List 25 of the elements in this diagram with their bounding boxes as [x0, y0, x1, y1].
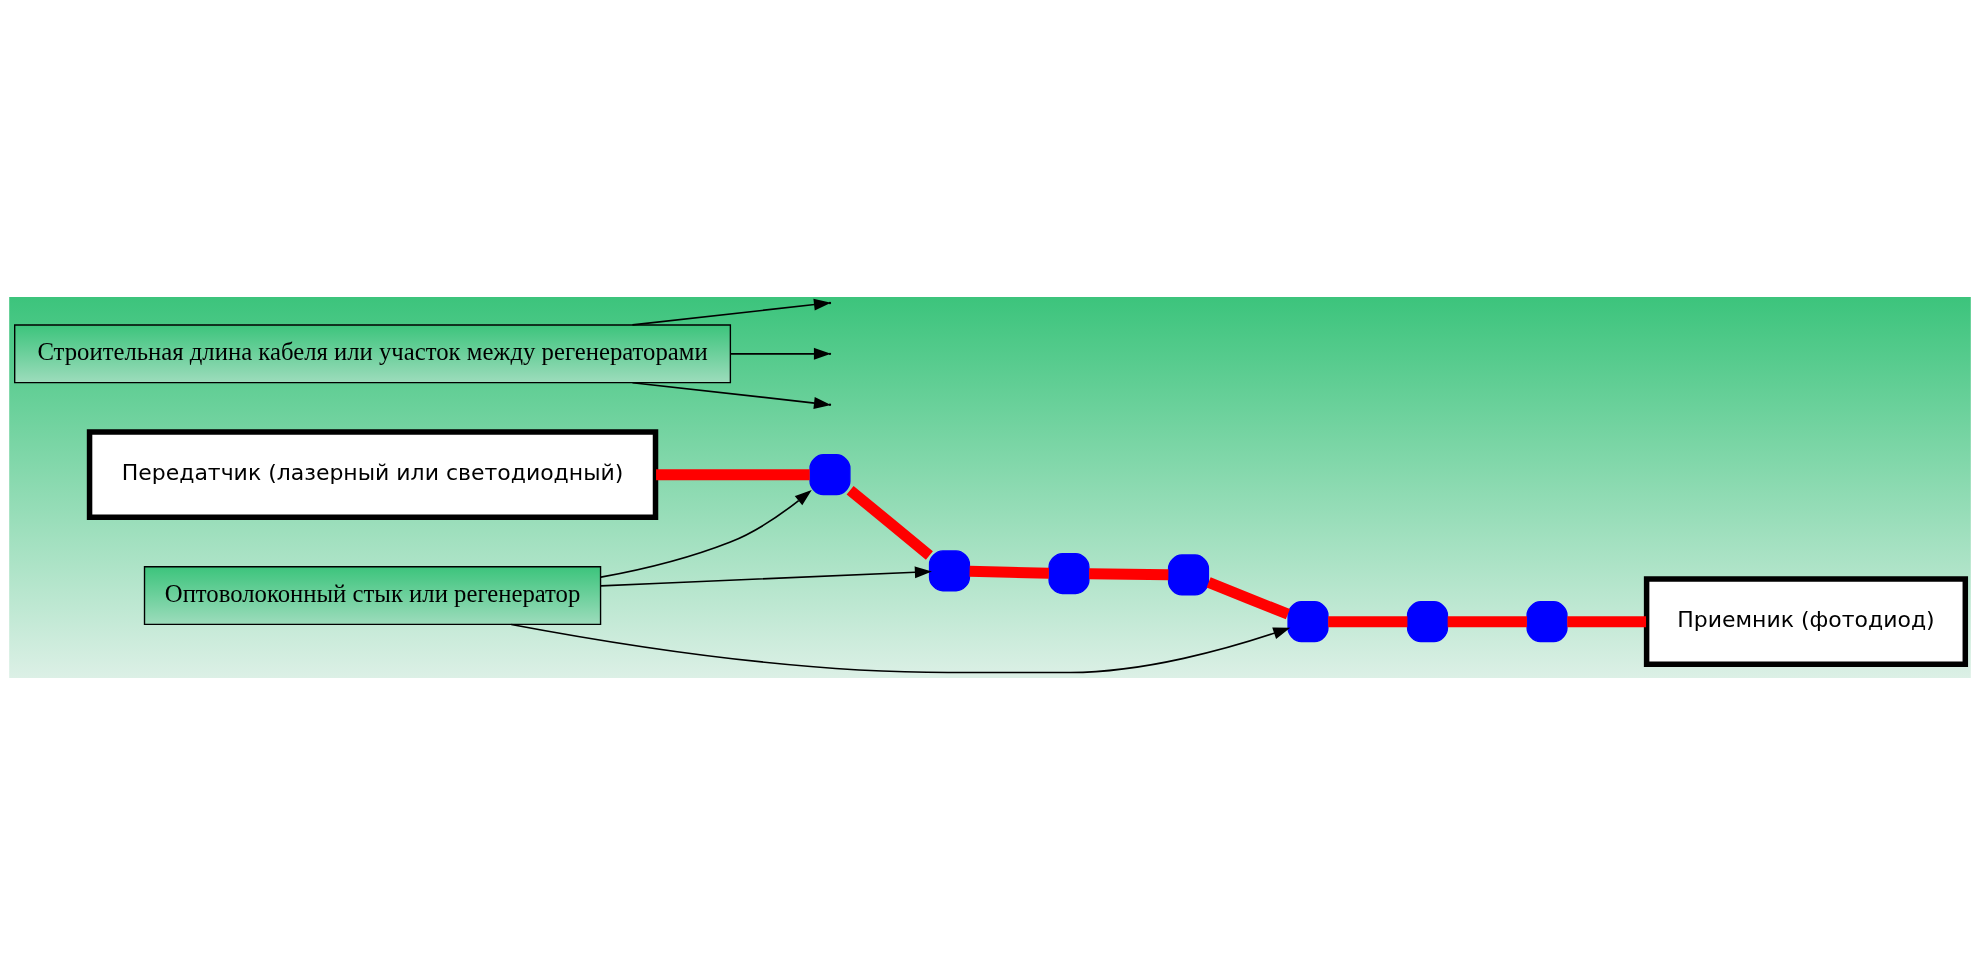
arrow	[631, 298, 831, 326]
node-box: Приемник (фотодиод)	[1643, 576, 1969, 667]
arrow	[631, 381, 831, 409]
node-box	[1048, 553, 1090, 595]
arrow	[600, 566, 932, 587]
connector	[1567, 616, 1647, 628]
node-box	[1167, 554, 1210, 596]
arrow	[510, 623, 1291, 674]
node-box	[1406, 601, 1449, 643]
node-box: Передатчик (лазерный или светодиодный)	[86, 429, 659, 521]
node-box: Оптоволоконный стык или регенератор	[143, 566, 602, 626]
node-box	[1526, 601, 1568, 643]
connector	[1206, 577, 1290, 620]
connector	[656, 469, 810, 481]
node-box	[809, 454, 851, 496]
arrow	[600, 489, 812, 578]
connector	[1328, 616, 1408, 628]
connector	[1089, 568, 1169, 581]
connector	[1447, 616, 1527, 628]
arrow	[729, 347, 831, 360]
node-box	[1287, 601, 1329, 643]
node-box	[928, 550, 971, 592]
connector	[846, 485, 933, 560]
connector	[969, 565, 1050, 579]
node-box: Строительная длина кабеля или участок между регенераторами	[14, 324, 732, 384]
